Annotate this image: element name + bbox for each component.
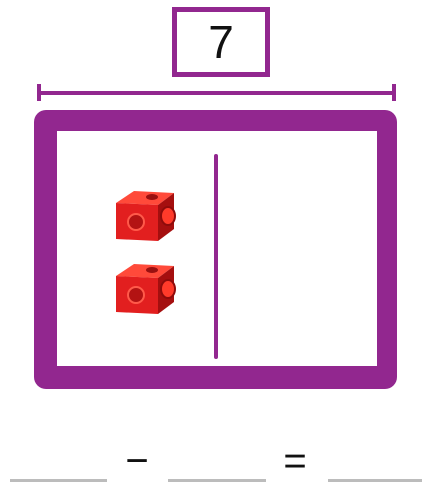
- cube-top-hole: [146, 194, 158, 200]
- total-bracket-line: [37, 91, 396, 95]
- total-number: 7: [208, 19, 234, 65]
- total-number-box: 7: [172, 7, 270, 77]
- answer-blank-3[interactable]: [328, 479, 422, 482]
- bracket-right-end: [392, 84, 396, 101]
- minus-sign: −: [117, 441, 157, 481]
- cube-front-hole: [128, 287, 144, 303]
- answer-blank-1[interactable]: [10, 479, 107, 482]
- cube-icon[interactable]: [112, 187, 176, 243]
- equals-sign: =: [275, 441, 315, 481]
- cube-top-hole: [146, 267, 158, 273]
- answer-blank-2[interactable]: [168, 479, 266, 482]
- cube-side-peg: [161, 280, 175, 298]
- cube-front-hole: [128, 214, 144, 230]
- cube-side-peg: [161, 207, 175, 225]
- cube-icon[interactable]: [112, 260, 176, 316]
- frame-divider: [214, 154, 218, 359]
